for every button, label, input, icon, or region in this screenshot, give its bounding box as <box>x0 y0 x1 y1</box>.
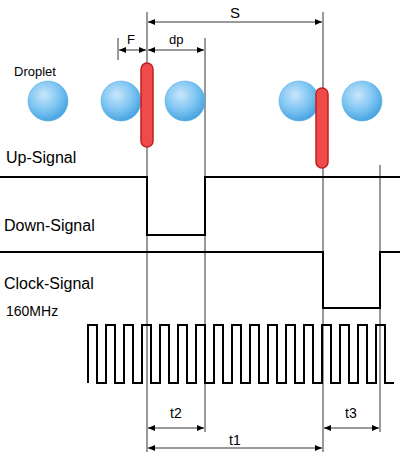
signal-name: 160MHz <box>6 304 58 318</box>
dimension-label: dp <box>167 33 185 46</box>
dimension-label: F <box>125 33 137 46</box>
signal-name: Clock-Signal <box>4 276 94 292</box>
dimension-label: t3 <box>345 406 357 420</box>
laser-beam <box>141 63 328 168</box>
signal-name: Up-Signal <box>6 150 76 166</box>
extension-lines <box>118 12 380 452</box>
dimension-label: S <box>228 5 242 20</box>
dimension-label: t1 <box>227 433 243 447</box>
dimension-label: t2 <box>170 406 182 420</box>
signal-traces <box>0 177 400 383</box>
signal-name: Down-Signal <box>4 218 95 234</box>
part-label: Droplet <box>14 65 56 78</box>
droplets <box>28 81 382 121</box>
